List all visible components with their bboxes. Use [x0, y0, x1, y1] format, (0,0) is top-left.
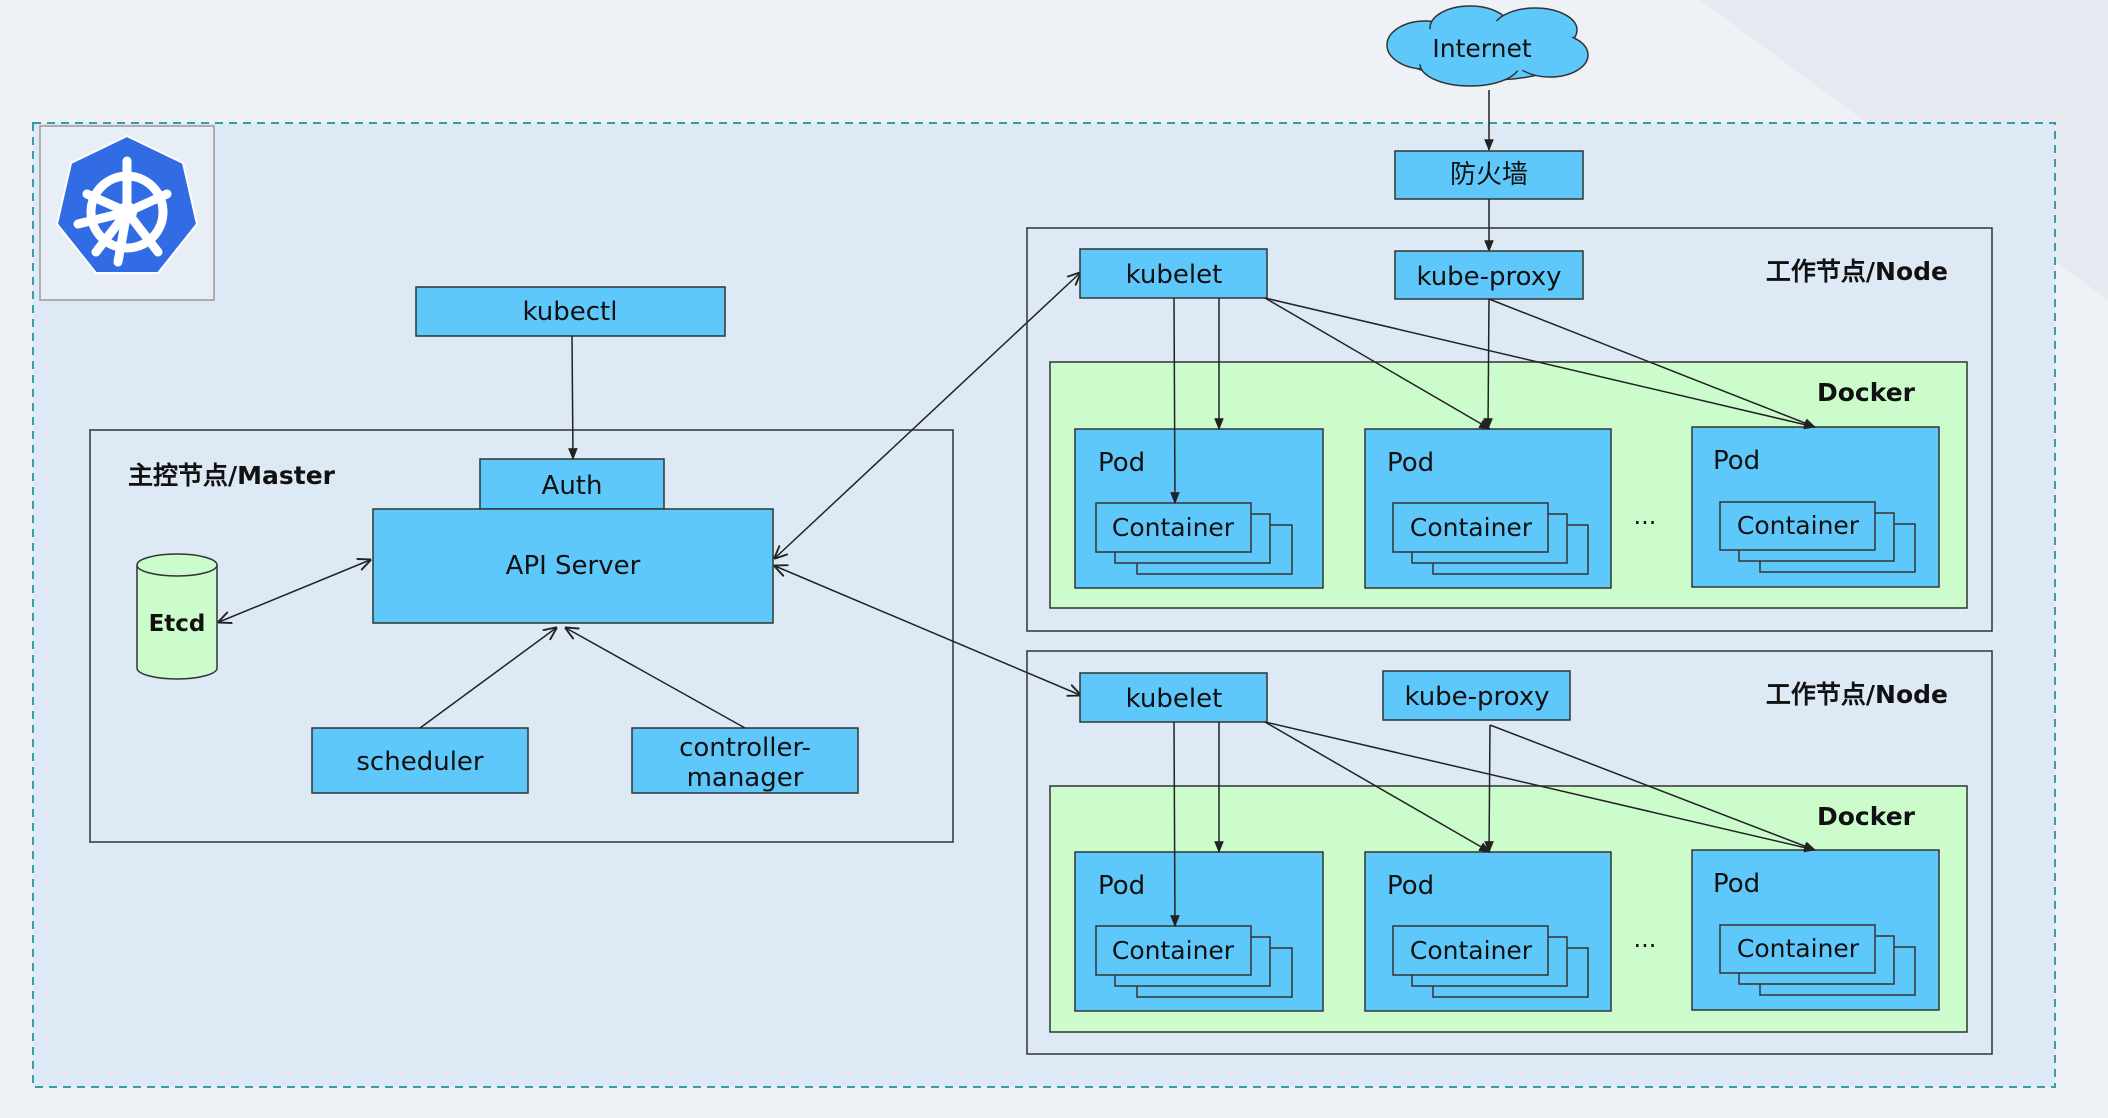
container-label: Container	[1737, 511, 1860, 540]
api-server-label: API Server	[506, 551, 641, 581]
container-label: Container	[1737, 934, 1860, 963]
kube-proxy-box	[1394, 250, 1584, 300]
container-box	[1392, 502, 1549, 553]
edge-proxy-pod3	[1489, 724, 1817, 851]
more-pods-ellipsis: ···	[1634, 932, 1657, 960]
master-title: 主控节点/Master	[128, 461, 336, 490]
kube-proxy-label: kube-proxy	[1416, 262, 1561, 292]
edge-kubelet-pod3	[1264, 297, 1817, 430]
kube-proxy-label: kube-proxy	[1404, 682, 1549, 712]
kubelet-box	[1079, 672, 1268, 723]
pod-label: Pod	[1387, 448, 1434, 478]
internet-cloud-icon	[1386, 5, 1589, 87]
controller-manager-label-line2: manager	[687, 763, 804, 793]
edge-kubelet-container	[1170, 297, 1180, 505]
edge-api-kubelet-1	[775, 273, 1080, 558]
auth-box	[479, 458, 665, 510]
pod-label: Pod	[1098, 871, 1145, 901]
node-title: 工作节点/Node	[1766, 257, 1948, 286]
container-label: Container	[1410, 513, 1533, 542]
edge-proxy-pod3	[1488, 298, 1817, 428]
scheduler-box	[311, 727, 529, 794]
kubelet-box	[1079, 248, 1268, 299]
edge-controller-api	[566, 628, 746, 729]
container-label: Container	[1112, 936, 1235, 965]
container-box	[1392, 925, 1549, 976]
kubectl-box	[415, 286, 726, 337]
controller-manager-box	[631, 727, 859, 794]
edge-etcd-api	[219, 560, 370, 622]
container-box	[1719, 924, 1876, 974]
kubelet-label: kubelet	[1126, 684, 1223, 714]
pod-label: Pod	[1098, 448, 1145, 478]
edge-kubelet-pod2	[1264, 297, 1492, 430]
edge-scheduler-api	[419, 628, 556, 729]
node-frame	[1026, 650, 1993, 1055]
worker-node-2: 工作节点/Node kubelet kube-proxy Docker Pod …	[1026, 650, 1993, 1055]
container-box	[1719, 501, 1876, 551]
container-box	[1095, 502, 1252, 553]
edge-kubectl-auth	[568, 335, 578, 461]
edge-kubelet-container	[1170, 721, 1180, 928]
internet-label: Internet	[1432, 34, 1531, 63]
edge-proxy-pod2	[1484, 724, 1494, 854]
edge-api-kubelet-2	[775, 566, 1080, 695]
edge-kubelet-pod3	[1264, 721, 1817, 853]
kubectl-label: kubectl	[523, 297, 618, 327]
container-label: Container	[1410, 936, 1533, 965]
etcd-label: Etcd	[149, 611, 206, 637]
edge-proxy-pod2	[1483, 298, 1493, 431]
kube-proxy-box	[1382, 670, 1571, 721]
pod-label: Pod	[1713, 446, 1760, 476]
worker-node-1: 工作节点/Node kubelet kube-proxy Docker Pod …	[1026, 227, 1993, 632]
pod-label: Pod	[1713, 869, 1760, 899]
docker-label: Docker	[1817, 802, 1916, 831]
edge-kubelet-pod2	[1264, 721, 1492, 853]
node-frame	[1026, 227, 1993, 632]
auth-label: Auth	[542, 471, 603, 501]
scheduler-label: scheduler	[356, 747, 484, 777]
controller-manager-label-line1: controller-	[679, 733, 811, 763]
pod-label: Pod	[1387, 871, 1434, 901]
container-box	[1095, 925, 1252, 976]
firewall-label: 防火墙	[1450, 160, 1528, 190]
container-label: Container	[1112, 513, 1235, 542]
node-title: 工作节点/Node	[1766, 680, 1948, 709]
kubelet-label: kubelet	[1126, 260, 1223, 290]
kubernetes-logo	[39, 125, 215, 301]
more-pods-ellipsis: ···	[1634, 509, 1657, 537]
docker-label: Docker	[1817, 378, 1916, 407]
api-server-box	[372, 508, 774, 624]
